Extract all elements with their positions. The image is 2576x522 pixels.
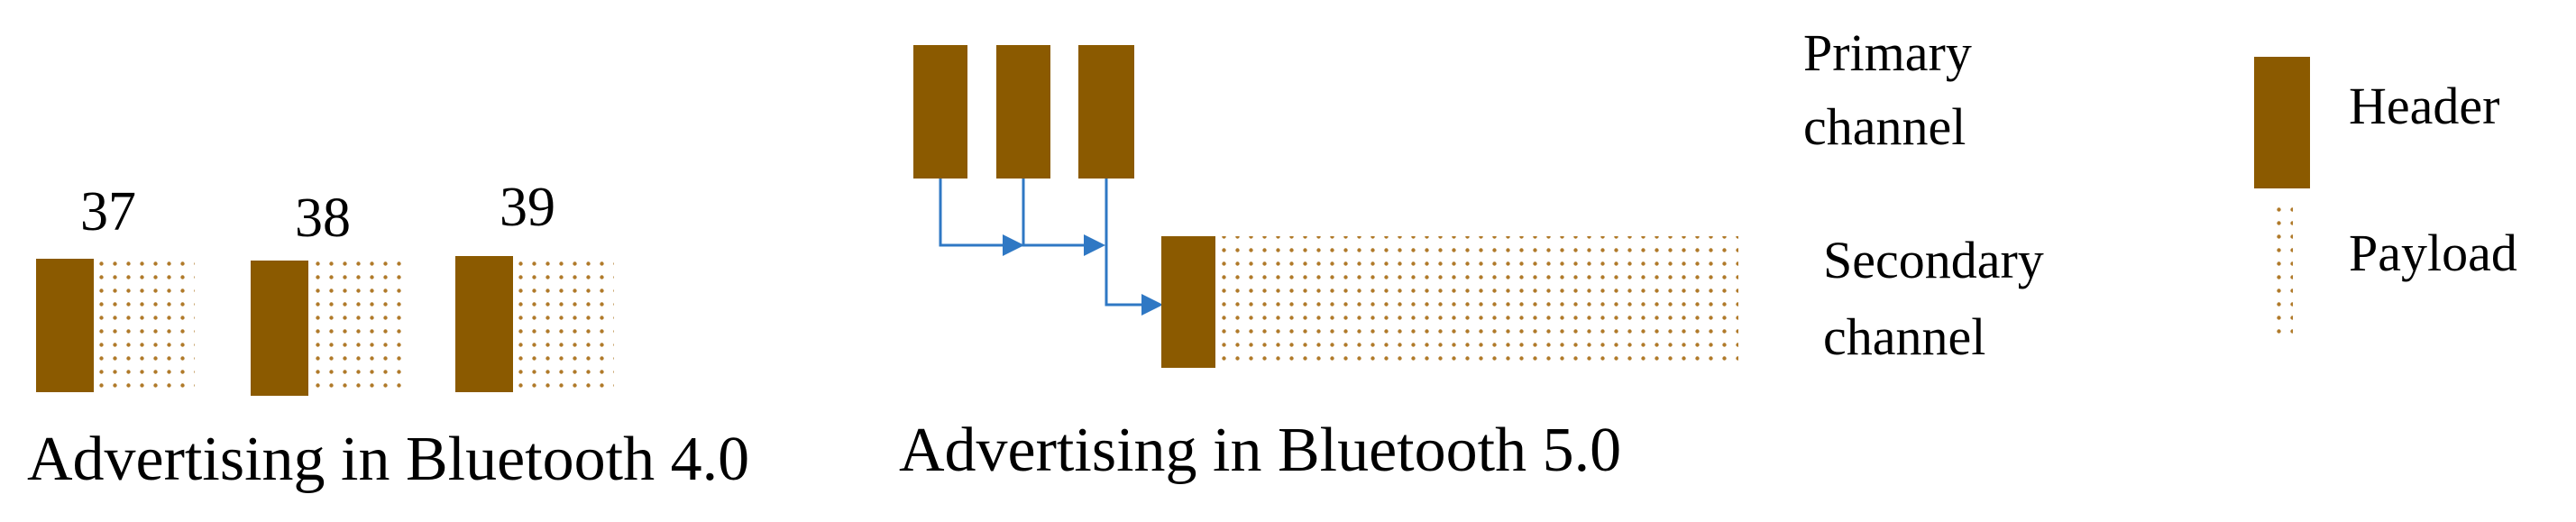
channel-38-label: 38 xyxy=(295,188,351,249)
secondary-payload xyxy=(1215,236,1738,368)
bt4-caption: Advertising in Bluetooth 4.0 xyxy=(27,425,749,494)
bt4-channel-38: 38 xyxy=(251,188,409,396)
primary-header-1 xyxy=(913,45,967,179)
arrow-from-header-3 xyxy=(1105,179,1163,316)
legend: Header Payload xyxy=(2254,57,2517,334)
secondary-label-line2: channel xyxy=(1823,307,1985,366)
secondary-channel-label: Secondary channel xyxy=(1823,231,2057,366)
legend-header-label: Header xyxy=(2349,77,2499,135)
primary-channel-headers xyxy=(913,45,1134,179)
secondary-header xyxy=(1161,236,1215,368)
bt4-group: 37 38 39 Advertising in Bluetooth 4.0 xyxy=(27,177,749,494)
bt4-channel-39: 39 xyxy=(455,177,614,392)
channel-37-header xyxy=(36,259,94,392)
secondary-channel-packet xyxy=(1161,236,1738,368)
secondary-label-line1: Secondary xyxy=(1823,231,2044,289)
channel-37-payload xyxy=(94,259,195,392)
channel-37-label: 37 xyxy=(80,181,136,243)
primary-header-2 xyxy=(996,45,1050,179)
bt4-channel-37: 37 xyxy=(36,181,195,392)
legend-payload-label: Payload xyxy=(2349,224,2517,282)
channel-38-payload xyxy=(308,261,409,396)
legend-payload-swatch xyxy=(2271,198,2293,334)
channel-39-label: 39 xyxy=(500,177,555,238)
primary-label-line1: Primary xyxy=(1803,23,1972,82)
bt5-group: Primary channel Secondary channel Advert… xyxy=(899,23,2057,485)
primary-header-3 xyxy=(1078,45,1134,179)
primary-channel-label: Primary channel xyxy=(1803,23,1985,156)
channel-38-header xyxy=(251,261,308,396)
legend-header-swatch xyxy=(2254,57,2310,188)
channel-39-payload xyxy=(513,256,614,392)
channel-pointer-arrows xyxy=(939,179,1163,316)
arrow-from-header-1 xyxy=(939,179,1024,256)
primary-label-line2: channel xyxy=(1803,97,1966,156)
arrow-from-header-2 xyxy=(1022,179,1105,256)
bt5-caption: Advertising in Bluetooth 5.0 xyxy=(899,416,1621,485)
channel-39-header xyxy=(455,256,513,392)
